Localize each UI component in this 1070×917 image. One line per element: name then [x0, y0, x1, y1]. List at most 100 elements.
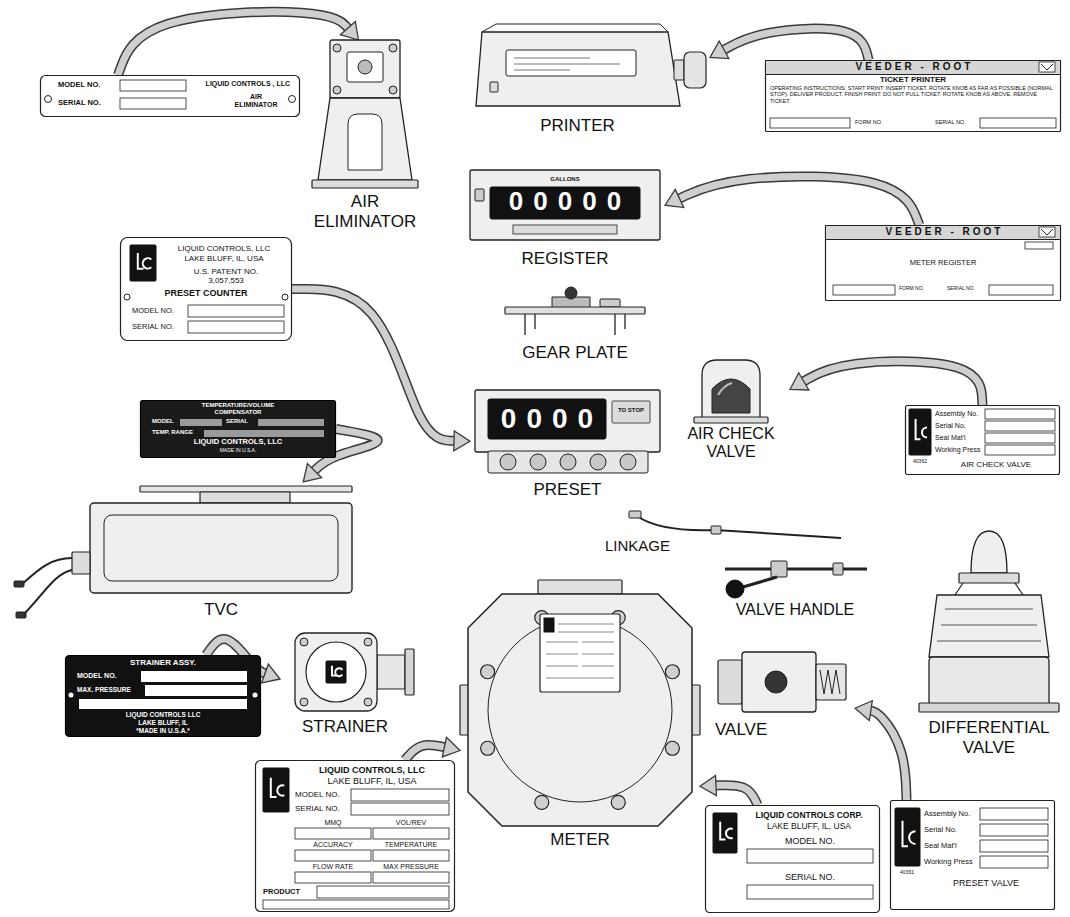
stop-tag	[612, 401, 650, 423]
print-knob	[684, 52, 706, 88]
nameplate-text: VOL/REV	[373, 819, 449, 827]
logo-mark	[1041, 229, 1053, 235]
nameplate-text: LIQUID CONTROLS CORP.	[741, 811, 877, 821]
nameplate-text: VEEDER - ROOT	[825, 226, 1061, 238]
nameplate-text: U.S. PATENT NO. 3,057,553	[182, 267, 270, 285]
nameplate-text: Assembly No.	[935, 410, 983, 418]
text-slot: SERIAL NO.	[935, 119, 979, 125]
part-name: GEAR PLATE	[490, 343, 660, 363]
tvc-drawing	[10, 482, 355, 632]
field-box	[120, 98, 186, 109]
counter-digits: 00000	[490, 187, 640, 217]
top-flange	[538, 580, 622, 594]
cover-bolt	[611, 795, 625, 809]
nameplate-text: MAX PRESSURE	[373, 863, 449, 871]
text-slot: MODEL NO.	[58, 81, 118, 90]
logo-letter-l	[271, 778, 277, 797]
mount-hole	[69, 693, 74, 698]
text-slot: OPERATING INSTRUCTIONS: START PRINT: INS…	[770, 85, 1056, 104]
nameplate-text: STRAINER ASSY.	[65, 658, 261, 667]
text-slot: MAX. PRESSURE	[77, 686, 143, 693]
nameplate-text: MODEL NO.	[58, 81, 118, 90]
connector	[714, 785, 758, 805]
nameplate-text: SERIAL	[226, 418, 256, 425]
text-slot: TICKET PRINTER	[765, 75, 1061, 84]
text-slot: GALLONS	[525, 176, 605, 183]
counter-window	[490, 187, 640, 219]
nameplate-text: AIR ELIMINATOR	[228, 93, 284, 109]
arrow-head	[442, 737, 460, 757]
part-name: STRAINER	[280, 717, 410, 737]
spring	[820, 670, 840, 694]
probe-tip	[14, 581, 24, 587]
text-slot: MADE IN U.S.A.	[140, 448, 336, 454]
printer-body	[476, 32, 680, 106]
text-slot: PRODUCT	[263, 888, 315, 897]
nameplate-text: SERIAL NO.	[132, 323, 186, 332]
plate-fields	[546, 624, 614, 678]
text-slot: PRINTER	[470, 116, 685, 136]
gear-plate-drawing	[490, 285, 660, 380]
text-slot: VALVE	[715, 720, 815, 740]
highlight	[718, 383, 732, 395]
nameplate-text: Seal Mat'l	[924, 842, 978, 851]
ticket-lines	[514, 58, 620, 70]
probe-cable	[22, 558, 72, 584]
plate-frame	[891, 801, 1055, 910]
text-slot: STRAINER ASSY.	[65, 658, 261, 667]
text-slot: VEEDER - ROOT	[825, 226, 1061, 238]
text-slot: Serial No.	[935, 422, 983, 430]
nameplate-text: SERIAL NO.	[295, 804, 349, 813]
text-slot: SERIAL NO.	[295, 804, 349, 813]
nameplate-text: MMQ	[295, 819, 371, 827]
nameplate: Assembly No.Serial No.Seal Mat'lWorking …	[905, 405, 1060, 475]
linkage-rod	[637, 516, 841, 538]
field-box	[747, 885, 873, 899]
connector	[405, 745, 446, 760]
counter-window	[488, 399, 606, 439]
nameplate-text: LIQUID CONTROLS, LLC	[140, 438, 336, 447]
field-box	[79, 699, 247, 709]
field-box	[120, 80, 186, 91]
text-slot: PRESET	[470, 480, 665, 500]
text-slot: Serial No.	[924, 826, 978, 835]
field-box	[833, 285, 895, 295]
text-slot: MODEL NO.	[77, 672, 139, 680]
connector-outline	[405, 745, 446, 760]
key-button	[620, 454, 636, 470]
key-button	[590, 454, 606, 470]
text-slot: SERIAL NO.	[947, 286, 987, 292]
bolt	[364, 698, 372, 706]
arrow-head	[790, 373, 809, 390]
plate-frame	[256, 761, 455, 912]
plate-frame	[141, 401, 336, 458]
logo-letter-c	[277, 785, 284, 795]
maker-logo	[1039, 62, 1055, 72]
nameplate-text: SERIAL NO.	[747, 872, 873, 882]
nameplate-text: LIQUID CONTROLS, LLC	[160, 244, 288, 253]
text-slot: *MADE IN U.S.A.*	[65, 727, 261, 734]
field-box	[141, 671, 247, 682]
mount-plate	[140, 486, 352, 492]
field-box	[317, 886, 449, 898]
text-slot: DIFFERENTIAL VALVE	[915, 718, 1063, 757]
arrow-head	[710, 41, 729, 59]
text-slot: Working Press	[935, 446, 985, 454]
text-slot: FLOW RATE	[295, 863, 371, 871]
text-slot: TEMPERATURE	[373, 841, 449, 849]
text-slot: SERIAL NO.	[132, 323, 186, 332]
text-slot: VEEDER - ROOT	[765, 61, 1061, 73]
text-slot: LAKE BLUFF, IL, USA	[160, 254, 288, 263]
gear-plate-board	[505, 307, 645, 314]
part-name: DIFFERENTIAL VALVE	[915, 718, 1063, 757]
arrow-head	[855, 701, 872, 721]
text-slot: LIQUID CONTROLS LLC	[65, 711, 261, 718]
arrow-head	[303, 464, 321, 482]
nameplate-text: Working Press	[924, 858, 979, 867]
header-band	[826, 226, 1061, 240]
text-slot: LAKE BLUFF, IL, USA	[741, 822, 877, 832]
cover-bolt	[665, 665, 679, 679]
text-slot: SERIAL NO.	[747, 872, 873, 882]
nameplate-text: 40361	[893, 870, 921, 876]
